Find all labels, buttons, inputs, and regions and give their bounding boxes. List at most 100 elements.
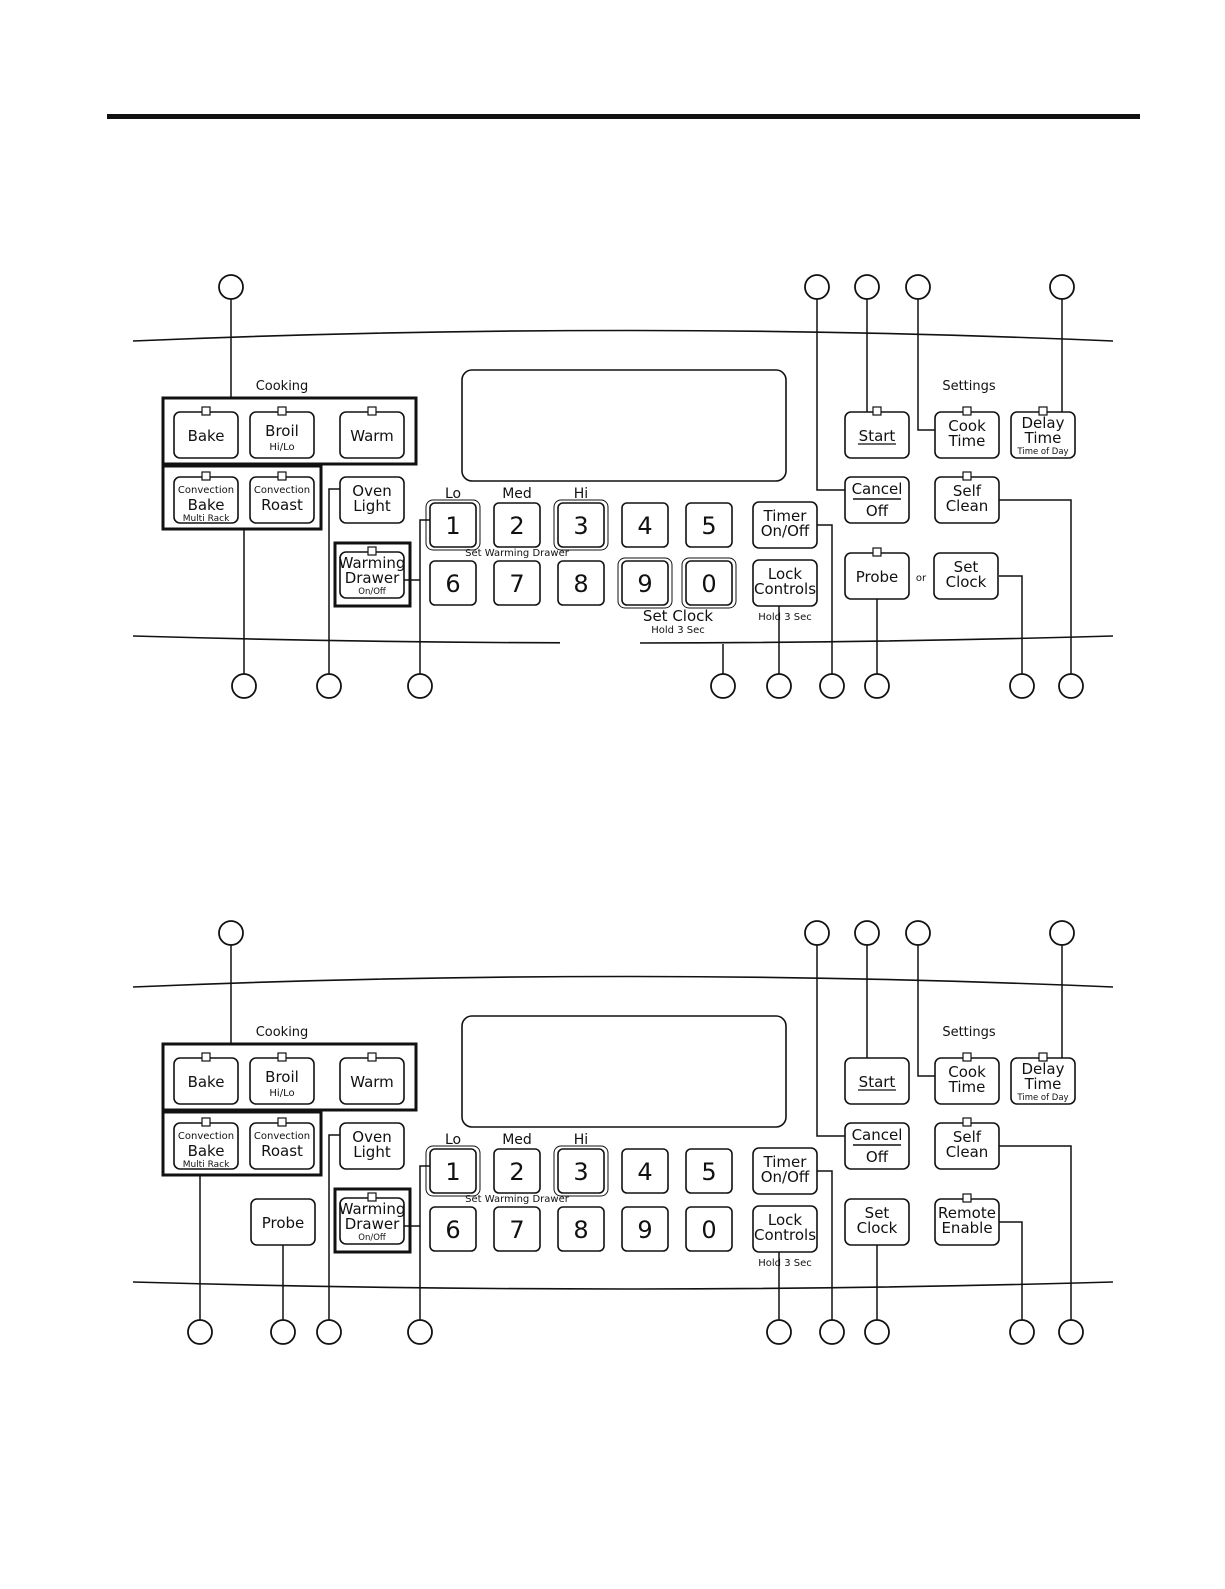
number-key-0[interactable]: 0 (685, 560, 733, 606)
leader-line (999, 575, 1023, 674)
number-key-frame[interactable] (557, 560, 605, 606)
number-key-frame[interactable] (493, 1206, 541, 1252)
number-key-1[interactable]: 1 (429, 502, 477, 548)
warm-button[interactable]: Warm (339, 406, 405, 459)
number-key-6[interactable]: 6 (429, 1206, 477, 1252)
number-key-8[interactable]: 8 (557, 560, 605, 606)
number-key-frame[interactable] (429, 1206, 477, 1252)
oven-light-button-frame[interactable] (339, 476, 405, 524)
number-key-frame[interactable] (429, 560, 477, 606)
convection-bake-button-sub-label: Multi Rack (183, 514, 230, 524)
number-key-4[interactable]: 4 (621, 1148, 669, 1194)
number-key-frame[interactable] (685, 1148, 733, 1194)
number-key-frame[interactable] (685, 502, 733, 548)
number-key-frame[interactable] (557, 502, 605, 548)
indicator-light (1038, 406, 1048, 416)
number-key-3[interactable]: 3 (557, 502, 605, 548)
cancel-off-button-frame[interactable] (844, 1122, 910, 1170)
bake-button[interactable]: Bake (173, 1052, 239, 1105)
oven-light-button-label-2: Light (353, 497, 391, 515)
number-key-frame[interactable] (557, 1148, 605, 1194)
number-key-7[interactable]: 7 (493, 1206, 541, 1252)
start-button[interactable]: Start (844, 1057, 910, 1105)
warming-drawer-group-box (333, 541, 412, 608)
number-key-7[interactable]: 7 (493, 560, 541, 606)
bake-button[interactable]: Bake (173, 406, 239, 459)
probe-button[interactable]: Probe (844, 547, 910, 600)
cooking-group-box (161, 396, 418, 466)
oven-light-button-frame[interactable] (339, 1122, 405, 1170)
number-key-frame[interactable] (621, 502, 669, 548)
number-key-6[interactable]: 6 (429, 560, 477, 606)
number-key-4[interactable]: 4 (621, 502, 669, 548)
self-clean-button-label-1: Self (953, 1128, 982, 1146)
warm-button[interactable]: Warm (339, 1052, 405, 1105)
callout-circle (1049, 920, 1075, 946)
number-key-frame[interactable] (621, 1206, 669, 1252)
number-key-2[interactable]: 2 (493, 502, 541, 548)
lock-controls-button-frame[interactable] (752, 1205, 818, 1253)
number-key-frame[interactable] (621, 560, 669, 606)
warming-drawer-button-label-2: Drawer (345, 569, 400, 587)
probe-button[interactable]: Probe (250, 1198, 316, 1246)
number-key-label: 4 (637, 1158, 652, 1186)
number-key-frame[interactable] (493, 1148, 541, 1194)
number-key-2[interactable]: 2 (493, 1148, 541, 1194)
number-key-frame[interactable] (493, 502, 541, 548)
number-key-frame[interactable] (493, 560, 541, 606)
number-key-3[interactable]: 3 (557, 1148, 605, 1194)
number-key-8[interactable]: 8 (557, 1206, 605, 1252)
hi-label: Hi (574, 486, 588, 502)
set-clock-button-frame[interactable] (933, 552, 999, 600)
number-key-frame[interactable] (557, 1206, 605, 1252)
number-key-9[interactable]: 9 (621, 560, 669, 606)
start-button[interactable]: Start (844, 406, 910, 459)
indicator-light (367, 1192, 377, 1202)
number-key-5[interactable]: 5 (685, 502, 733, 548)
number-key-frame[interactable] (685, 1206, 733, 1252)
convection-bake-button-label: Bake (188, 1142, 225, 1160)
number-key-frame[interactable] (685, 560, 733, 606)
lock-controls-button-frame[interactable] (752, 559, 818, 607)
set-clock-button-label-1: Set (954, 558, 979, 576)
number-key-frame[interactable] (429, 1148, 477, 1194)
number-key-frame[interactable] (429, 502, 477, 548)
delay-time-button-sub-label: Time of Day (1016, 447, 1068, 457)
bake-button-label: Bake (188, 427, 225, 445)
cancel-off-button-frame[interactable] (844, 476, 910, 524)
number-key-1[interactable]: 1 (429, 1148, 477, 1194)
leader-line (999, 1221, 1023, 1320)
number-key-0[interactable]: 0 (685, 1206, 733, 1252)
number-key-frame[interactable] (621, 1148, 669, 1194)
number-key-5[interactable]: 5 (685, 1148, 733, 1194)
indicator-light (962, 1193, 972, 1203)
number-key-9[interactable]: 9 (621, 1206, 669, 1252)
start-button-frame[interactable] (844, 1057, 910, 1105)
